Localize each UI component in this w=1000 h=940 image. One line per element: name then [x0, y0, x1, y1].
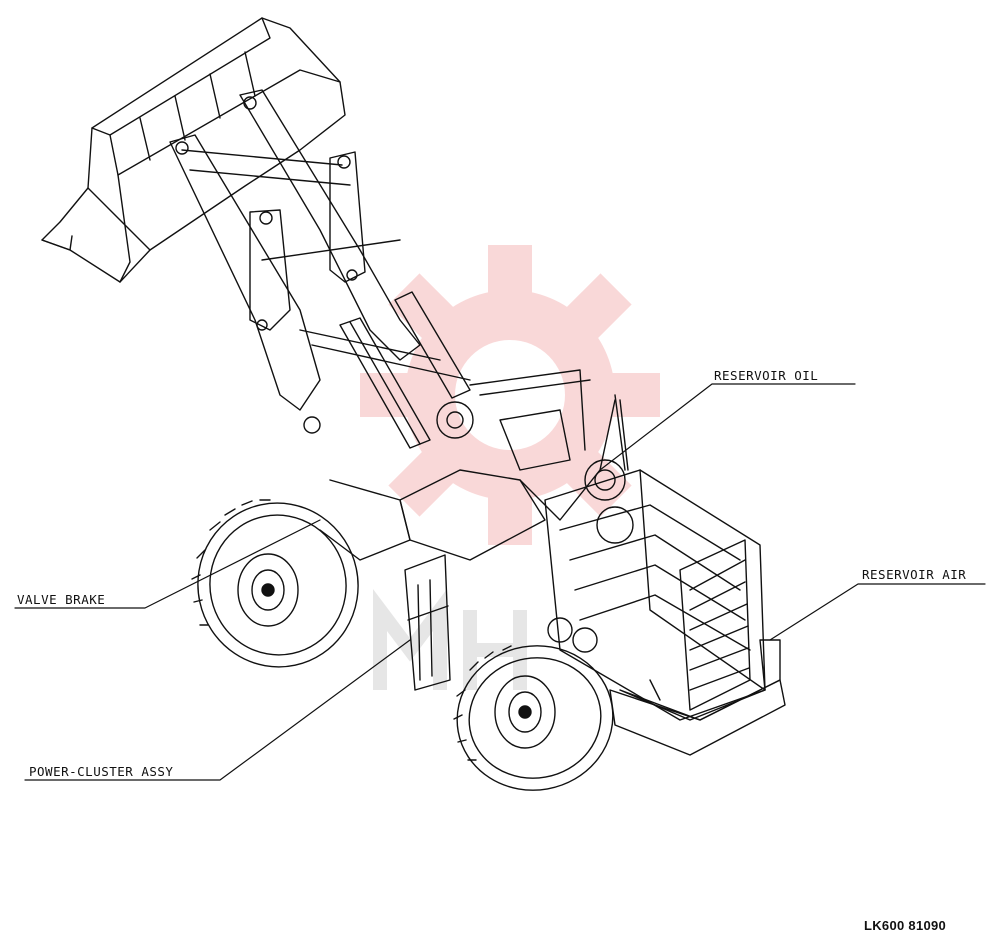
cab-frame [319, 369, 626, 561]
label-reservoir-oil: RESERVOIR OIL [714, 368, 819, 383]
watermark-letters [373, 589, 527, 690]
label-reservoir-air: RESERVOIR AIR [862, 567, 967, 582]
left-front-wheel [191, 499, 359, 668]
gear-watermark-icon [360, 245, 660, 545]
drawing-code: LK600 81090 [864, 918, 947, 933]
right-front-wheel [453, 645, 614, 791]
radiator-grille [679, 539, 751, 711]
leader-lines [14, 383, 986, 781]
label-power-cluster-assy: POWER-CLUSTER ASSY [29, 764, 174, 779]
label-valve-brake: VALVE BRAKE [17, 592, 106, 607]
bucket [41, 17, 346, 283]
lift-cylinders [339, 291, 471, 449]
lift-arms [169, 89, 471, 434]
counterweight [609, 639, 786, 756]
power-cluster [404, 554, 451, 691]
